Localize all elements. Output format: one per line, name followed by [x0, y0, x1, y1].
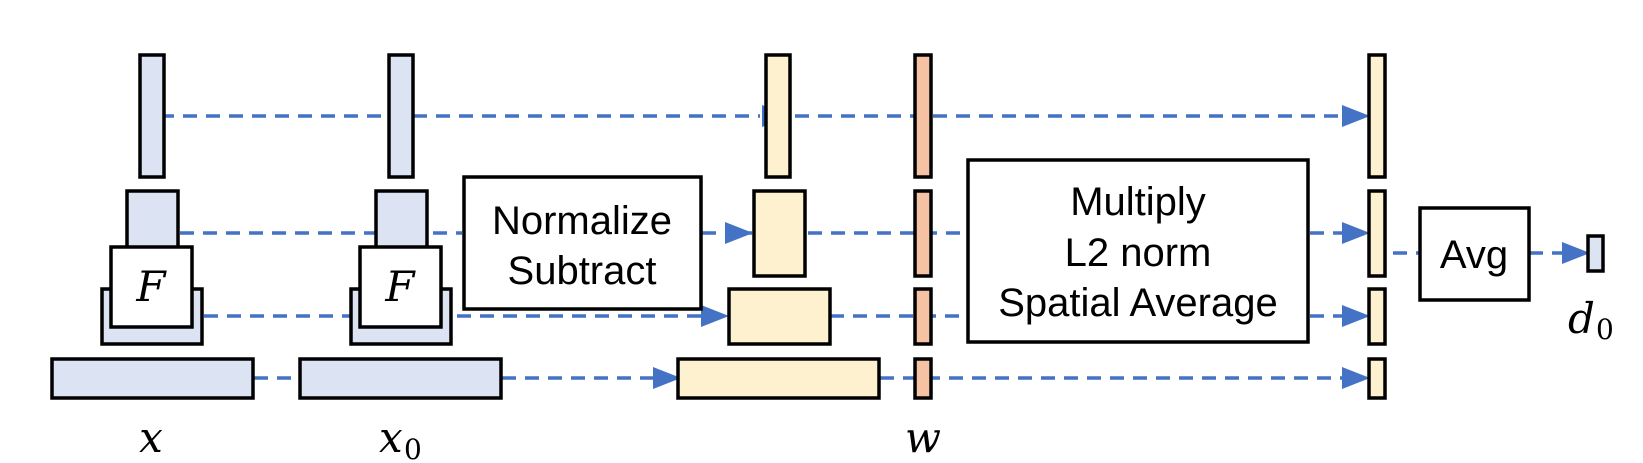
label-d0: d 0 — [1568, 294, 1614, 346]
input-x0 — [298, 357, 503, 400]
input-x — [50, 357, 255, 400]
feature-x0-layer1 — [387, 53, 415, 179]
diff-layer2 — [752, 189, 807, 278]
output-d0 — [1586, 234, 1605, 273]
l2norm-label: L2 norm — [1065, 231, 1212, 275]
arrowhead — [1342, 305, 1370, 327]
backbone-x0-label: F — [384, 262, 416, 311]
arrowhead — [725, 222, 753, 244]
output-layer1 — [1367, 53, 1387, 179]
network-x0 — [298, 53, 503, 400]
output-layer4 — [1367, 357, 1387, 400]
label-x0: x 0 — [379, 413, 422, 463]
feature-x-layer1 — [138, 53, 166, 179]
diff-layer3 — [727, 287, 832, 346]
weights-w — [913, 53, 933, 400]
arrowhead — [1342, 222, 1370, 244]
arrowhead — [1562, 242, 1590, 264]
weight-layer2 — [913, 189, 933, 278]
difference-features — [676, 53, 881, 400]
avg-label: Avg — [1440, 233, 1508, 277]
arrowhead — [653, 367, 681, 389]
label-d0-sub: 0 — [1596, 313, 1614, 346]
label-x0-base: x — [379, 413, 403, 462]
arrowhead — [701, 305, 729, 327]
backbone-x-label: F — [135, 262, 167, 311]
weight-layer1 — [913, 53, 933, 179]
multiply-box — [966, 158, 1310, 344]
label-d0-base: d — [1568, 294, 1595, 343]
arrowhead — [1342, 105, 1370, 127]
diff-layer4 — [676, 357, 881, 400]
spatial-average-label: Spatial Average — [998, 281, 1277, 325]
normalize-label: Normalize — [492, 199, 672, 243]
output-layer2 — [1367, 189, 1387, 278]
normalize-subtract-box — [462, 175, 703, 311]
feature-x0-layer2 — [374, 189, 429, 253]
output-layer3 — [1367, 287, 1387, 346]
weight-layer3 — [913, 287, 933, 346]
arrowhead — [1342, 367, 1370, 389]
feature-x-layer2 — [125, 189, 180, 253]
network-x — [50, 53, 255, 400]
layer-outputs — [1367, 53, 1387, 400]
backbone-x-box — [109, 245, 194, 329]
weight-layer4 — [913, 357, 933, 400]
subtract-label: Subtract — [508, 249, 657, 293]
multiply-label: Multiply — [1070, 180, 1206, 224]
label-x0-sub: 0 — [404, 433, 422, 463]
label-w: w — [905, 413, 941, 462]
backbone-x0-box — [358, 245, 443, 329]
label-x: x — [139, 413, 163, 462]
avg-box — [1418, 206, 1531, 302]
diff-layer1 — [764, 53, 792, 179]
